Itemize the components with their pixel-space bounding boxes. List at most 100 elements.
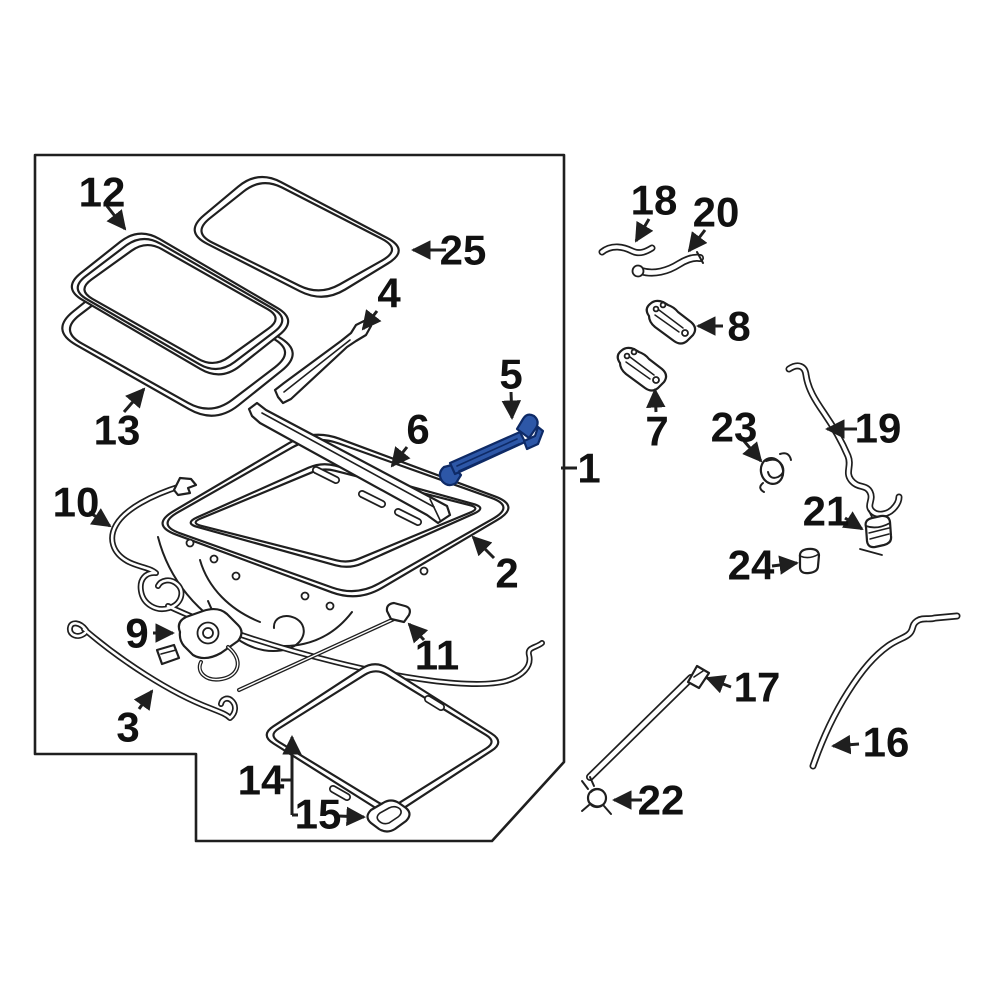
detail-line xyxy=(869,533,890,540)
callout-number-14: 14 xyxy=(238,757,285,804)
part-5-guide-highlighted xyxy=(438,413,545,487)
tube-inner xyxy=(199,646,239,681)
callout-6: 6 xyxy=(390,406,430,468)
detail-line xyxy=(696,251,704,264)
callout-number-23: 23 xyxy=(711,404,758,451)
part-12-glass-panel xyxy=(70,232,290,376)
callout-21: 21 xyxy=(803,488,864,535)
part-24-cap xyxy=(798,547,821,575)
callout-number-20: 20 xyxy=(693,189,740,236)
callout-number-7: 7 xyxy=(645,408,668,455)
callout-number-8: 8 xyxy=(727,303,750,350)
hose-fitting xyxy=(172,476,198,497)
part-11-clip xyxy=(237,601,411,692)
callout-2: 2 xyxy=(471,535,519,597)
callout-number-13: 13 xyxy=(94,407,141,454)
hole xyxy=(652,376,660,384)
panel-outline xyxy=(272,670,493,807)
callout-number-5: 5 xyxy=(499,351,522,398)
callout-number-3: 3 xyxy=(116,704,139,751)
hole xyxy=(209,554,219,564)
callout-arrow xyxy=(133,689,154,711)
callout-20: 20 xyxy=(687,189,740,253)
detail-line xyxy=(376,805,402,825)
callout-9: 9 xyxy=(125,610,175,657)
panel-outline xyxy=(189,463,482,568)
hole xyxy=(325,601,335,611)
detail-line xyxy=(603,805,612,815)
callout-number-17: 17 xyxy=(734,664,781,711)
part-10-drain-hose xyxy=(109,476,545,687)
detail-line xyxy=(859,548,883,556)
callout-arrow xyxy=(705,675,732,694)
panel-outline xyxy=(161,433,510,598)
panel-outline xyxy=(83,243,277,365)
detail-line xyxy=(865,522,891,529)
callout-18: 18 xyxy=(631,177,677,243)
callout-12: 12 xyxy=(79,169,127,231)
callout-23: 23 xyxy=(711,404,763,463)
detail-line xyxy=(759,482,765,493)
tube-cap xyxy=(686,664,711,690)
slot-inner xyxy=(395,509,421,525)
part-2-frame xyxy=(157,433,510,652)
detail-line xyxy=(693,670,704,678)
hole xyxy=(630,348,638,356)
highlighted-shape xyxy=(522,425,545,451)
panel-outline xyxy=(194,468,477,563)
callout-arrow xyxy=(88,508,112,528)
callout-1: 1 xyxy=(561,445,601,492)
part-7-bracket xyxy=(616,346,668,392)
bracket-shape xyxy=(616,346,668,392)
tube-inner xyxy=(110,484,544,686)
slot-inner xyxy=(359,491,385,507)
callout-number-11: 11 xyxy=(415,632,459,679)
part-19-drain-hose xyxy=(785,362,903,518)
detail-line xyxy=(629,356,655,376)
hole xyxy=(631,264,645,278)
detail-line xyxy=(458,443,520,472)
callout-arrow xyxy=(771,555,799,575)
callout-22: 22 xyxy=(612,777,685,824)
callout-number-15: 15 xyxy=(295,791,342,838)
outline xyxy=(864,514,893,549)
part-3-deflector-bar xyxy=(66,620,238,721)
callout-25: 25 xyxy=(411,227,486,274)
callout-arrow xyxy=(105,205,127,231)
part-15-handle xyxy=(366,799,411,833)
part-18-hose xyxy=(598,243,656,257)
detail-line xyxy=(868,510,873,518)
callout-number-16: 16 xyxy=(863,719,910,766)
bracket-shape xyxy=(645,299,697,345)
panel-outline xyxy=(76,237,284,371)
callout-number-6: 6 xyxy=(406,406,429,453)
clip xyxy=(385,601,411,624)
callout-5: 5 xyxy=(499,351,523,420)
hole xyxy=(623,352,631,360)
callout-13: 13 xyxy=(94,387,146,454)
hole xyxy=(185,538,195,548)
hole xyxy=(231,571,241,581)
panel-outline xyxy=(265,663,500,814)
part-25-glass-panel xyxy=(193,175,400,298)
callout-arrow xyxy=(634,218,654,243)
callout-arrow xyxy=(841,511,864,531)
detail-line xyxy=(283,339,351,393)
detail-line xyxy=(429,498,441,521)
detail-line xyxy=(868,527,890,534)
callout-7: 7 xyxy=(645,388,669,455)
slot-inner xyxy=(313,467,339,483)
detail-line xyxy=(589,776,595,787)
panel-outline xyxy=(193,175,400,298)
detail-line xyxy=(654,314,680,333)
callout-number-10: 10 xyxy=(53,479,100,526)
callout-number-22: 22 xyxy=(638,777,685,824)
callout-number-1: 1 xyxy=(577,445,600,492)
callout-16: 16 xyxy=(831,719,910,766)
callout-arrow xyxy=(337,806,366,827)
callout-arrow xyxy=(361,309,382,331)
callout-number-19: 19 xyxy=(855,405,902,452)
